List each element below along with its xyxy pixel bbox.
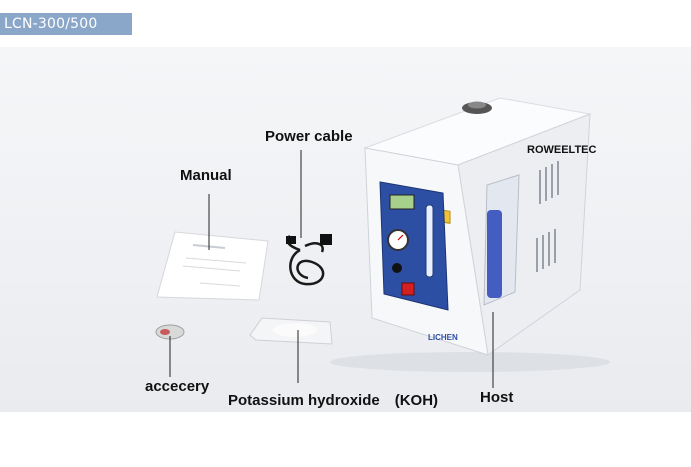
device-logo: LICHEN — [428, 333, 458, 342]
label-koh: Potassium hydroxide (KOH) — [228, 392, 439, 409]
power-switch — [401, 282, 415, 296]
manual-booklet — [156, 231, 269, 301]
electrolyte-tank — [487, 210, 502, 298]
side-vents — [536, 161, 559, 272]
koh-bag — [249, 317, 333, 345]
label-brand: ROWEELTEC — [527, 144, 597, 156]
plug-head — [286, 236, 296, 244]
label-host: Host — [480, 389, 514, 406]
label-power-cable: Power cable — [265, 128, 353, 145]
label-manual: Manual — [180, 167, 232, 184]
level-tube — [425, 204, 434, 278]
connector-head — [320, 234, 332, 245]
control-knob — [392, 263, 402, 273]
label-accessory: accecery — [145, 378, 210, 395]
model-tag: LCN-300/500 — [0, 13, 132, 35]
floor-shadow — [330, 352, 610, 372]
display-screen — [389, 194, 415, 210]
host-device: LICHEN — [363, 97, 592, 356]
